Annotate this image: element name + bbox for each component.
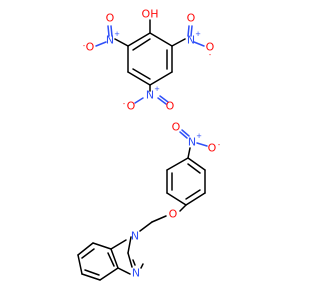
bond [187, 25, 190, 37]
chemical-structure-canvas: OH N + O O - N + O O - N + O O - [77, 8, 221, 281]
nitro-n-label: N [188, 136, 196, 149]
nitrophenoxymethyl-benzimidazole: N + O O - O N N [77, 121, 221, 281]
negative-charge: - [83, 42, 86, 50]
bond [132, 38, 151, 51]
bond [99, 267, 119, 281]
imidazole-n3-label: N [132, 267, 140, 280]
picric-acid: OH N + O O - N + O O - N + O O - [83, 8, 215, 113]
positive-charge: + [114, 30, 120, 38]
bond [140, 263, 144, 269]
positive-charge: + [195, 30, 201, 38]
bond [117, 267, 131, 275]
negative-charge: - [123, 100, 126, 108]
hydroxyl-label: OH [142, 8, 159, 21]
nitro-o-label: O [166, 100, 175, 113]
nitro-o-label: O [172, 121, 181, 134]
nitro-o-label: O [208, 142, 217, 155]
nitro-o-label: O [106, 12, 115, 25]
nitro-o-label: O [206, 41, 215, 54]
bond [95, 41, 107, 47]
bond [185, 192, 206, 206]
positive-charge: + [196, 132, 202, 140]
bond [187, 157, 206, 171]
bond [181, 129, 190, 137]
nitro-o-label: O [86, 41, 95, 54]
bond [151, 215, 167, 223]
bond [132, 68, 151, 80]
bond [107, 25, 110, 37]
bond [81, 248, 95, 259]
bond [134, 97, 144, 104]
bond [110, 239, 127, 250]
bond [114, 38, 129, 47]
bond [190, 25, 193, 37]
bond [187, 163, 201, 174]
bond [179, 131, 188, 139]
bond [185, 189, 201, 200]
bond [92, 242, 112, 250]
nitro-o-label: O [127, 100, 136, 113]
bond [110, 25, 113, 37]
nitro-n-label: N [146, 89, 154, 102]
bond [127, 236, 132, 254]
bond [159, 95, 169, 103]
imidazole-n1-label: N [131, 230, 139, 243]
bond [77, 254, 83, 275]
bond [179, 204, 187, 212]
bond [127, 71, 151, 86]
bond [110, 248, 119, 269]
bond [149, 71, 173, 86]
nitro-n-label: N [187, 34, 195, 47]
bond [84, 269, 100, 276]
bond [81, 273, 101, 281]
bond [187, 147, 191, 159]
bond [107, 252, 115, 267]
bond [196, 142, 208, 147]
bond [166, 192, 187, 206]
bond [132, 259, 136, 266]
bond [171, 38, 186, 47]
bond [127, 32, 151, 47]
bond [127, 252, 133, 268]
bond [157, 97, 167, 105]
bond [149, 32, 173, 47]
ether-o-label: O [169, 208, 178, 221]
nitro-n-label: N [106, 34, 114, 47]
negative-charge: - [218, 141, 221, 149]
negative-charge: - [209, 51, 212, 59]
nitro-o-label: O [187, 12, 196, 25]
positive-charge: + [154, 85, 160, 93]
bond [77, 242, 94, 256]
bond [193, 41, 205, 47]
bond [139, 221, 153, 232]
bond [166, 157, 189, 171]
